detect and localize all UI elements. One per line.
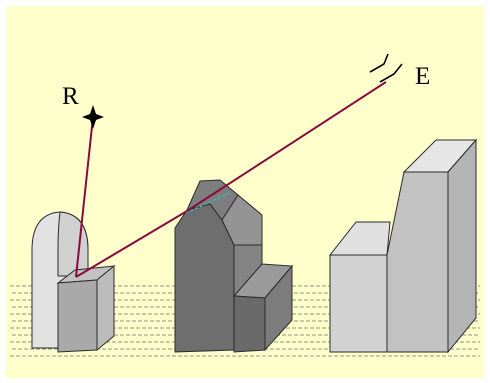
diffraction-edge xyxy=(185,192,231,214)
building-middle-step-side xyxy=(264,264,293,352)
building-middle-upper-side xyxy=(221,194,263,246)
building-middle-step-front xyxy=(233,295,266,353)
star-cross-icon xyxy=(82,105,104,129)
building-right-tall-side xyxy=(447,138,477,354)
building-right-low-front xyxy=(329,254,388,353)
emitter-label: E xyxy=(415,63,430,90)
ray-receiver-to-reflection xyxy=(75,116,94,278)
building-left-box-side xyxy=(96,264,115,352)
ray-reflection-to-edge xyxy=(75,210,188,278)
ray-edge-to-emitter xyxy=(186,81,387,212)
building-right xyxy=(328,138,478,354)
antenna-icon xyxy=(369,53,403,83)
building-left-box-front xyxy=(57,279,98,353)
receiver-label: R xyxy=(62,83,79,110)
propagation-rays xyxy=(75,81,387,278)
building-middle xyxy=(174,179,294,353)
